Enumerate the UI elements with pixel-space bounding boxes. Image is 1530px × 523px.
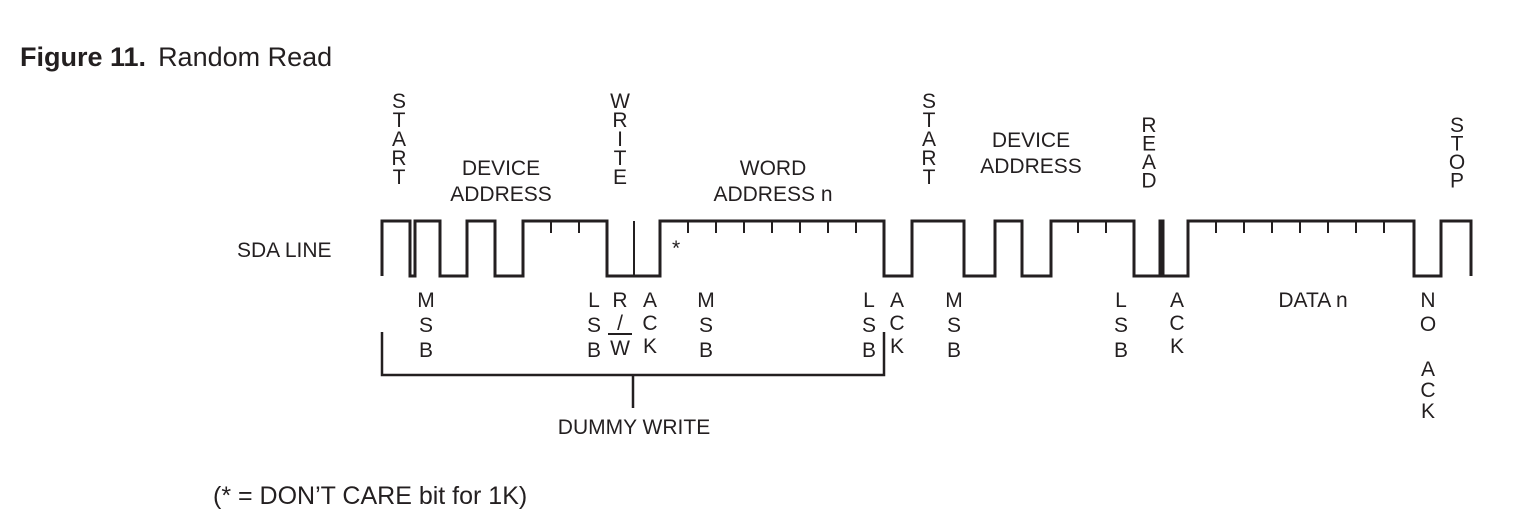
rw-label-slash: / <box>617 312 623 335</box>
figure-title: Figure 11. Random Read <box>20 41 332 73</box>
rw-label-r: R <box>612 289 627 312</box>
no-label-o: O <box>1420 313 1436 336</box>
device-address-label-1-line1: DEVICE <box>462 157 540 180</box>
rw-label-w: W <box>610 337 630 360</box>
sda-waveform <box>380 219 1473 278</box>
data-n-label: DATA n <box>1278 289 1347 312</box>
device-address-label-2-line1: DEVICE <box>992 129 1070 152</box>
figure-number: Figure 11. <box>20 42 147 72</box>
dummy-write-label: DUMMY WRITE <box>558 416 710 439</box>
dummy-write-bracket <box>380 332 886 377</box>
sda-line-label: SDA LINE <box>237 239 332 262</box>
dont-care-asterisk: * <box>672 237 680 260</box>
bit-ticks <box>550 221 1385 276</box>
figure-caption: Random Read <box>158 42 333 72</box>
dont-care-footnote: (* = DON’T CARE bit for 1K) <box>213 482 528 510</box>
word-address-label-line1: WORD <box>740 157 807 180</box>
device-address-label-1-line2: ADDRESS <box>450 183 552 206</box>
no-label: N <box>1420 289 1435 312</box>
device-address-label-2-line2: ADDRESS <box>980 155 1082 178</box>
word-address-label-line2: ADDRESS n <box>713 183 832 206</box>
